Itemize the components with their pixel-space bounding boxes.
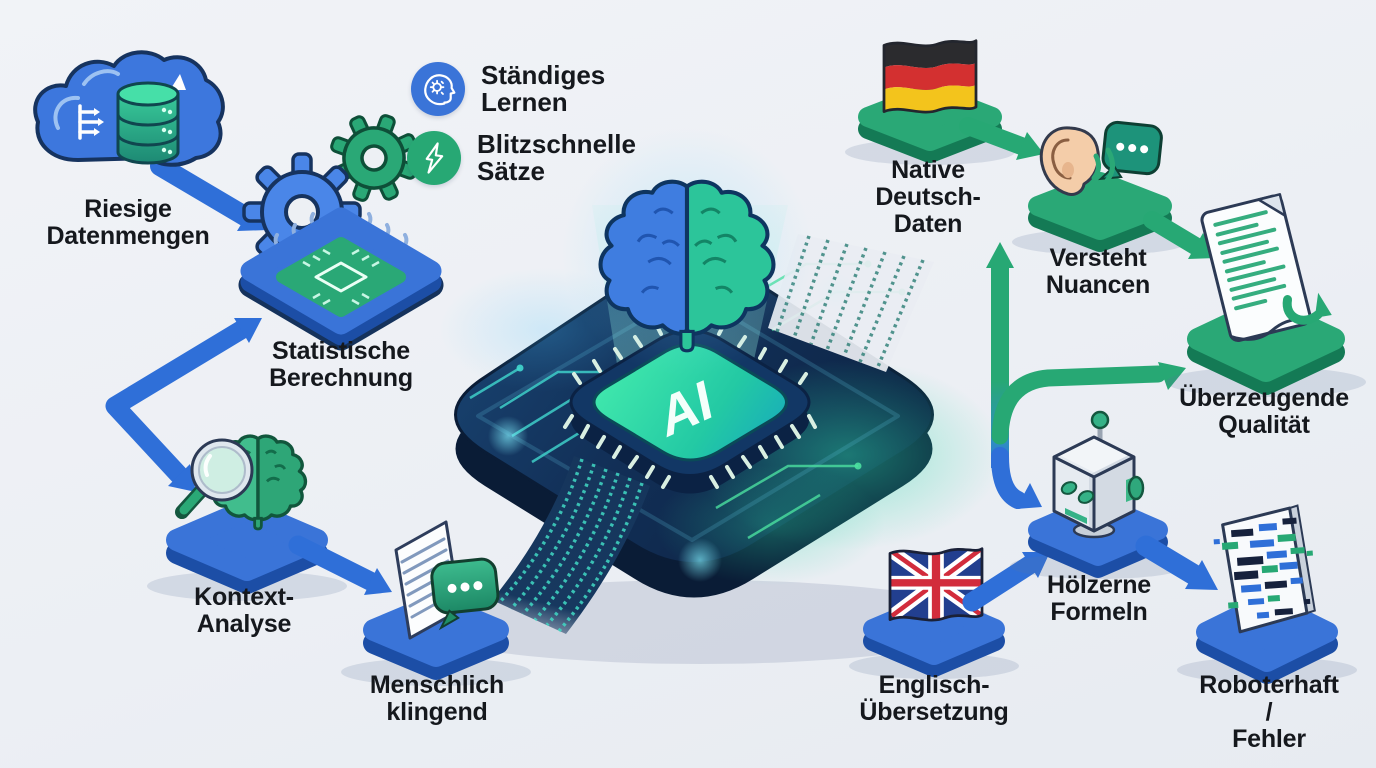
chip-gears-icon [238,114,444,351]
label-german-data: Native Deutsch- Daten [875,156,981,238]
arrow-statistical-context-bend [105,318,262,492]
robot-icon [1052,410,1145,539]
outgoing-data-stream [492,456,650,634]
arrow-wooden-to-robotic [1135,535,1218,590]
cloud-database-icon [33,50,225,167]
ai-circuit-board: AI [408,127,1003,664]
label-quality: Überzeugende Qualität [1179,384,1349,439]
sound-waves-icon [1091,147,1115,185]
glitch-document-node [1177,504,1357,684]
uk-flag-icon [888,547,984,622]
magnifier-icon [175,438,254,519]
label-robotic: Roboterhaft / Fehler [1199,671,1339,753]
arrow-context-to-human [288,535,392,595]
chat-bubble-icon [430,557,500,631]
german-flag-icon [882,39,978,114]
mini-chip-socket [238,207,444,351]
ear-chat-node [1012,120,1188,255]
legend-label: Ständiges Lernen [481,60,606,118]
legend-item-fast-sentences: Blitzschnelle Sätze [407,129,636,187]
arrow-german-to-nuances [959,117,1044,160]
lightning-icon [407,131,461,186]
legend-item-continuous-learning: Ständiges Lernen [411,60,606,118]
quality-scroll-node [1166,193,1366,397]
label-english: Englisch- Übersetzung [859,671,1009,726]
arrow-english-to-wooden [962,552,1050,612]
scroll-arrow-icon [1200,193,1332,343]
uk-flag-node [849,547,1019,679]
legend-label: Blitzschnelle Sätze [477,129,636,187]
refresh-arrow-icon [1282,292,1332,325]
label-context: Kontext- Analyse [194,583,294,638]
label-nuances: Versteht Nuancen [1045,244,1151,299]
database-icon [116,81,180,165]
label-big-data: Riesige Datenmengen [46,195,210,250]
robot-node [1010,410,1186,579]
label-wooden: Hölzerne Formeln [1047,571,1151,626]
head-gear-icon [411,62,465,117]
glitch-blocks [1213,517,1313,619]
arrow-core-to-nuances-quality-wooden [986,242,1186,509]
glitch-document-icon [1213,504,1316,634]
ear-icon [1039,126,1115,196]
german-flag-node [845,39,1015,165]
label-human: Menschlich klingend [369,671,505,726]
label-statistical: Statistische Berechnung [269,337,413,392]
brain-hologram-icon [562,127,812,377]
list-arrows-glyph [78,104,104,140]
document-chat-icon [341,520,531,686]
